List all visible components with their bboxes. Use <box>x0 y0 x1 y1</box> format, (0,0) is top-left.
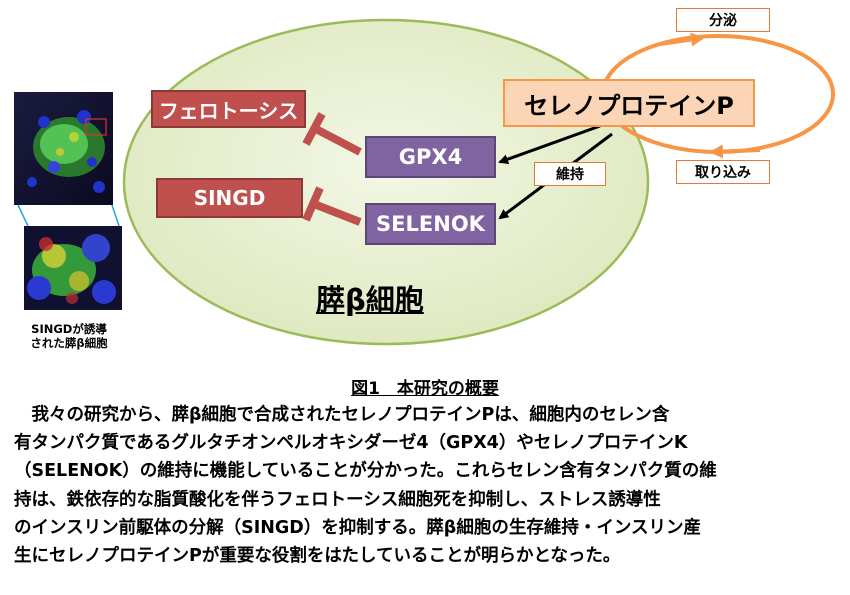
ferroptosis-box: フェロトーシス <box>151 90 306 128</box>
arrow-to-gpx4 <box>498 124 601 164</box>
fluorescence-micrograph-icon <box>14 92 113 205</box>
selenoprotein-p-box: セレノプロテインP <box>503 79 755 127</box>
uptake-arrow <box>709 144 761 159</box>
body-line: 我々の研究から、膵β細胞で合成されたセレノプロテインPは、細胞内のセレン含 <box>14 405 670 425</box>
inhibit-singd <box>302 186 362 226</box>
micrograph-label-line1: SINGDが誘導 <box>31 322 107 336</box>
inhibit-ferroptosis <box>302 112 362 156</box>
secretion-label: 分泌 <box>676 8 770 32</box>
description-text: 我々の研究から、膵β細胞で合成されたセレノプロテインPは、細胞内のセレン含 有タ… <box>14 401 840 570</box>
selenok-box: SELENOK <box>365 203 496 245</box>
micrograph-label: SINGDが誘導 された膵β細胞 <box>10 322 128 350</box>
body-line: 持は、鉄依存的な脂質酸化を伴うフェロトーシス細胞死を抑制し、ストレス誘導性 <box>14 489 661 510</box>
secretion-arrow <box>659 32 705 47</box>
uptake-label: 取り込み <box>676 160 770 184</box>
fluorescence-micrograph-zoom-icon <box>24 226 122 310</box>
diagram-shapes <box>17 18 835 346</box>
beta-cell-label: 膵β細胞 <box>316 283 424 317</box>
overview-diagram: SINGDが誘導 された膵β細胞 フェロトーシス SINGD GPX4 SELE… <box>10 8 835 350</box>
maintenance-label: 維持 <box>534 162 606 186</box>
gpx4-box: GPX4 <box>365 136 496 178</box>
body-line: 生にセレノプロテインPが重要な役割をはたしていることが明らかとなった。 <box>14 546 621 567</box>
micrograph-label-line2: された膵β細胞 <box>30 336 108 350</box>
body-line: （SELENOK）の維持に機能していることが分かった。これらセレン含有タンパク質… <box>14 461 717 482</box>
figure-caption: 図1 本研究の概要 <box>351 379 499 399</box>
body-line: 有タンパク質であるグルタチオンペルオキシダーゼ4（GPX4）やセレノプロテインK <box>14 433 688 454</box>
singd-box: SINGD <box>156 178 303 218</box>
body-line: のインスリン前駆体の分解（SINGD）を抑制する。膵β細胞の生存維持・インスリン… <box>14 517 701 538</box>
